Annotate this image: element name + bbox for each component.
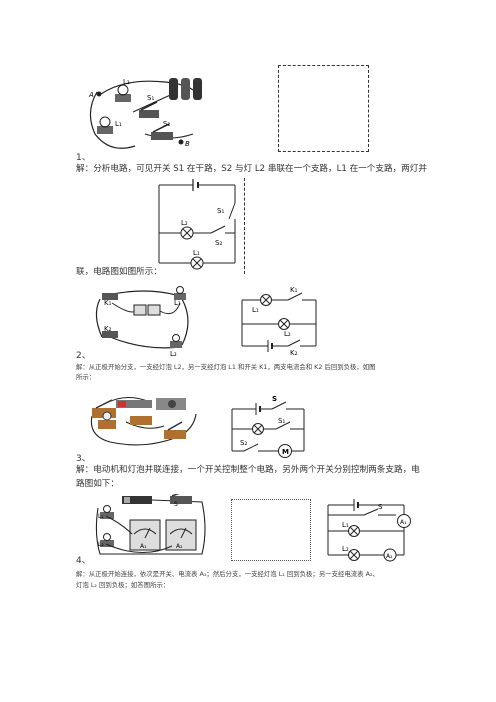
lamp-icon: [98, 411, 116, 429]
problem3-photo: [86, 392, 206, 450]
problem2-solution-line1: 解：从正极开始分支，一支经灯泡 L2，另一支经灯泡 L1 和开关 K1，两支电流…: [76, 363, 376, 371]
problem1-solution-line2: 联，电路图如图所示：: [76, 267, 162, 277]
svg-text:L₁: L₁: [252, 306, 259, 314]
lamp-l1-icon: [100, 505, 114, 519]
svg-text:L₁: L₁: [342, 521, 349, 529]
problem3-number: 3、: [76, 454, 91, 464]
battery-icon: [122, 496, 152, 504]
problem1-number: 1、: [76, 153, 91, 163]
svg-text:A₂: A₂: [386, 553, 393, 560]
svg-text:L₂: L₂: [123, 78, 130, 86]
switch-s2-icon: [164, 421, 186, 439]
lamp-l1-icon: [97, 116, 113, 134]
svg-text:K₂: K₂: [104, 325, 112, 333]
problem3-circuit-diagram: S S₁ S₂ M: [228, 393, 310, 459]
problem3-solution-line1: 解：电动机和灯泡并联连接，一个开关控制整个电路，另外两个开关分别控制两条支路，电: [76, 465, 420, 475]
problem1-solution-line1: 解：分析电路，可见开关 S1 在干路，S2 与灯 L2 串联在一个支路，L1 在…: [76, 164, 427, 174]
problem1-answer-box: [278, 65, 369, 152]
svg-text:K₁: K₁: [290, 286, 298, 294]
svg-text:L₂: L₂: [181, 219, 188, 227]
switch-k1-icon: [102, 293, 118, 300]
svg-text:S₂: S₂: [240, 439, 247, 447]
svg-text:S: S: [378, 503, 383, 511]
svg-text:L₂: L₂: [284, 330, 291, 338]
problem2-circuit-diagram: K₁ L₁ L₂ K₂: [238, 284, 320, 357]
lamp-l2-icon: [115, 84, 131, 102]
lamp-l1-icon: [174, 286, 186, 300]
svg-text:L₂: L₂: [98, 541, 104, 548]
problem4-number: 4、: [76, 556, 91, 566]
svg-text:S₁: S₁: [217, 207, 224, 215]
svg-text:A₁: A₁: [140, 543, 147, 550]
problem1-dashed-divider: [244, 178, 245, 274]
switch-s1-icon: [139, 101, 159, 118]
problem2-number: 2、: [76, 351, 91, 361]
battery-icon: [116, 400, 152, 408]
battery-icon: [133, 304, 161, 316]
problem2-photo: K₁ L₁ K₂ L₂: [90, 285, 200, 358]
label-a: A: [88, 91, 94, 99]
svg-text:K₂: K₂: [290, 349, 298, 356]
svg-text:M: M: [282, 448, 289, 456]
svg-text:L₁: L₁: [193, 249, 200, 257]
problem2-solution-line2: 所示：: [76, 373, 96, 381]
svg-text:S: S: [174, 501, 178, 508]
ammeter-a1-icon: [129, 519, 161, 551]
problem4-answer-box: [231, 499, 311, 561]
problem1-photo: A L₂ S₁ L₁ S₂ B: [85, 72, 205, 157]
svg-text:S₁: S₁: [147, 94, 154, 102]
lamp-l2-icon: [170, 334, 182, 348]
lamp-l2-icon: [100, 533, 114, 547]
svg-text:L₂: L₂: [342, 545, 349, 553]
motor-icon: [156, 398, 186, 410]
svg-text:B: B: [185, 140, 190, 148]
ammeter-a2-icon: [165, 519, 197, 551]
svg-text:S₁: S₁: [278, 417, 285, 425]
svg-text:A₁: A₁: [400, 519, 407, 526]
problem1-circuit-diagram: S₁ L₂ S₂ L₁: [155, 175, 245, 270]
switch-k2-icon: [102, 331, 118, 338]
svg-text:L₁: L₁: [174, 299, 181, 307]
svg-text:K₁: K₁: [104, 299, 112, 307]
svg-text:S: S: [272, 395, 277, 403]
svg-text:S₂: S₂: [163, 120, 170, 128]
problem4-solution-line1: 解：从正极开始连接，依次是开关、电流表 A₁；然后分支，一支经灯泡 L₁ 回到负…: [76, 570, 379, 578]
svg-text:L₁: L₁: [115, 120, 122, 128]
svg-text:L₂: L₂: [170, 350, 177, 357]
problem4-solution-line2: 灯泡 L₂ 回到负极；如答图所示：: [76, 581, 170, 589]
problem4-photo: S L₁ L₂ A₁ A₂: [92, 489, 212, 560]
svg-text:A₂: A₂: [176, 543, 183, 550]
svg-text:L₁: L₁: [98, 513, 104, 520]
switch-s2-icon: [151, 123, 173, 140]
svg-text:S₂: S₂: [215, 239, 222, 247]
problem3-solution-line2: 路图如下：: [76, 479, 119, 489]
problem4-circuit-diagram: S L₁ L₂ A₁ A₂: [322, 497, 416, 567]
switch-s1-icon: [130, 416, 152, 425]
battery-icon: [169, 78, 202, 100]
